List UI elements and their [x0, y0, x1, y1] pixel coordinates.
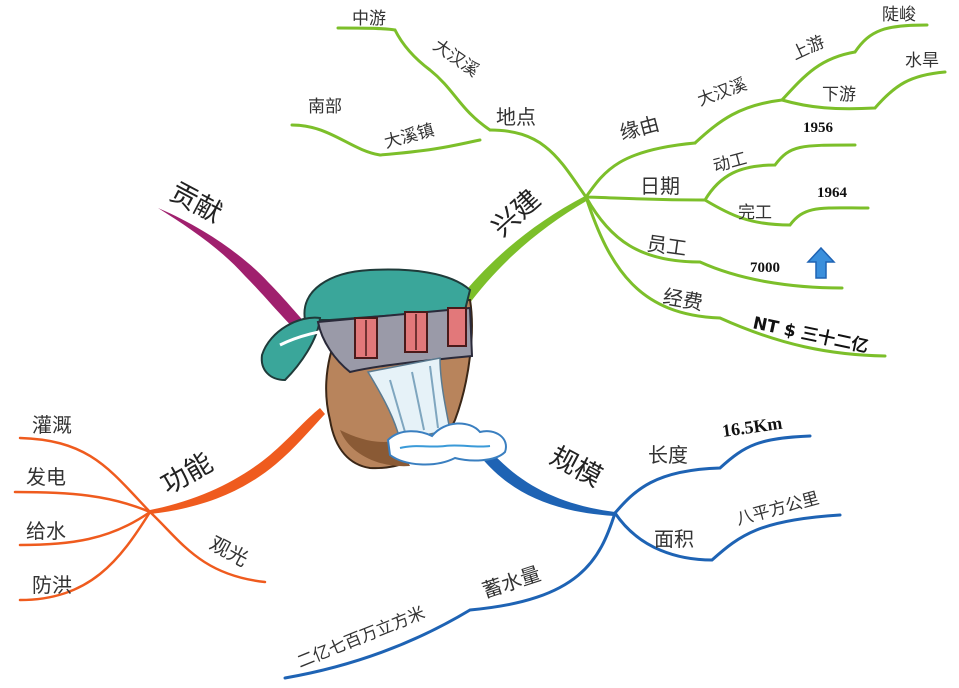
- label-mianji: 面积: [654, 527, 694, 551]
- gongneng-item-0: 灌溉: [32, 413, 72, 437]
- branch-gongxian: [158, 208, 312, 334]
- label-riqi: 日期: [640, 174, 680, 198]
- gongneng-item-1: 发电: [26, 465, 66, 489]
- gongneng-item-4: 观光: [206, 531, 253, 571]
- label-yuanyou-shangyou: 上游: [789, 32, 828, 64]
- label-riqi-donggong-year: 1956: [803, 120, 834, 136]
- branch-label-guimo: 规模: [545, 441, 607, 494]
- label-jingfei: 经费: [661, 284, 705, 315]
- up-arrow-icon: [806, 246, 836, 279]
- branch-label-xingjian: 兴建: [486, 184, 547, 243]
- label-xushuiliang-value: 二亿七百万立方米: [294, 603, 428, 672]
- label-yuanyou-shuihan: 水旱: [905, 51, 939, 71]
- label-riqi-wangong-year: 1964: [817, 185, 848, 201]
- label-jingfei-value: NT $ 三十二亿: [751, 312, 870, 357]
- label-yuanyou-xiajun: 陡峻: [882, 5, 916, 25]
- label-didian-zhongyou: 中游: [352, 9, 386, 29]
- label-riqi-wangong: 完工: [738, 203, 772, 223]
- gongneng-item-3: 防洪: [32, 573, 72, 597]
- gongneng-item-2: 给水: [26, 519, 66, 543]
- label-changdu-value: 16.5Km: [721, 413, 784, 441]
- label-yuangong-value: 7000: [750, 260, 780, 276]
- label-didian-nanbu: 南部: [308, 97, 342, 117]
- label-didian-daxizhen: 大溪镇: [382, 120, 436, 153]
- label-riqi-donggong: 动工: [711, 149, 749, 177]
- branch-xingjian: [458, 196, 588, 308]
- label-yuanyou-dahanxi: 大汉溪: [695, 74, 750, 110]
- branch-label-gongxian: 贡献: [165, 177, 227, 230]
- label-yuanyou: 缘由: [617, 111, 662, 145]
- dam-icon: [260, 268, 507, 470]
- label-changdu: 长度: [648, 443, 688, 467]
- label-yuanyou-xiayou: 下游: [822, 85, 856, 105]
- label-didian: 地点: [496, 105, 536, 129]
- label-yuangong: 员工: [645, 231, 688, 260]
